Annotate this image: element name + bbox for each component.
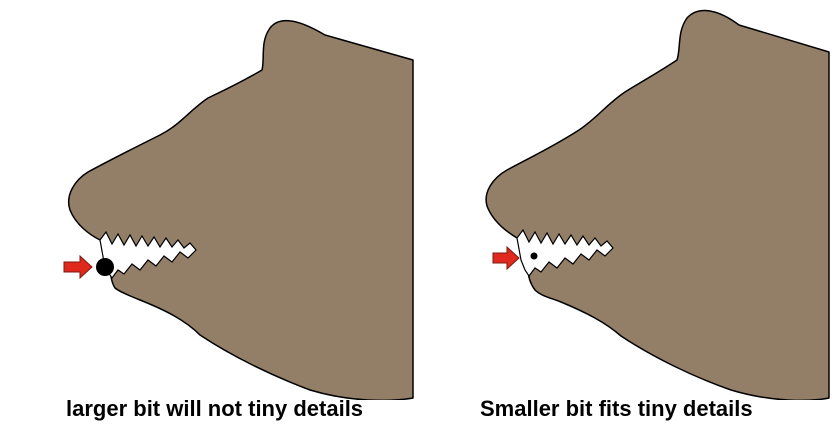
bear-head bbox=[486, 11, 829, 400]
panel-small-bit: Smaller bit fits tiny details bbox=[419, 0, 837, 433]
small-bit-marker bbox=[531, 253, 538, 260]
caption-small-bit: Smaller bit fits tiny details bbox=[480, 396, 753, 422]
pointer-arrow bbox=[493, 247, 519, 269]
large-bit-marker bbox=[96, 258, 114, 276]
caption-large-bit: larger bit will not tiny details bbox=[66, 396, 363, 422]
panel-large-bit: larger bit will not tiny details bbox=[0, 0, 418, 433]
bear-head bbox=[69, 21, 413, 400]
bear-head-illustration bbox=[419, 0, 837, 400]
pointer-arrow bbox=[64, 256, 92, 278]
bear-head-illustration bbox=[0, 0, 418, 400]
